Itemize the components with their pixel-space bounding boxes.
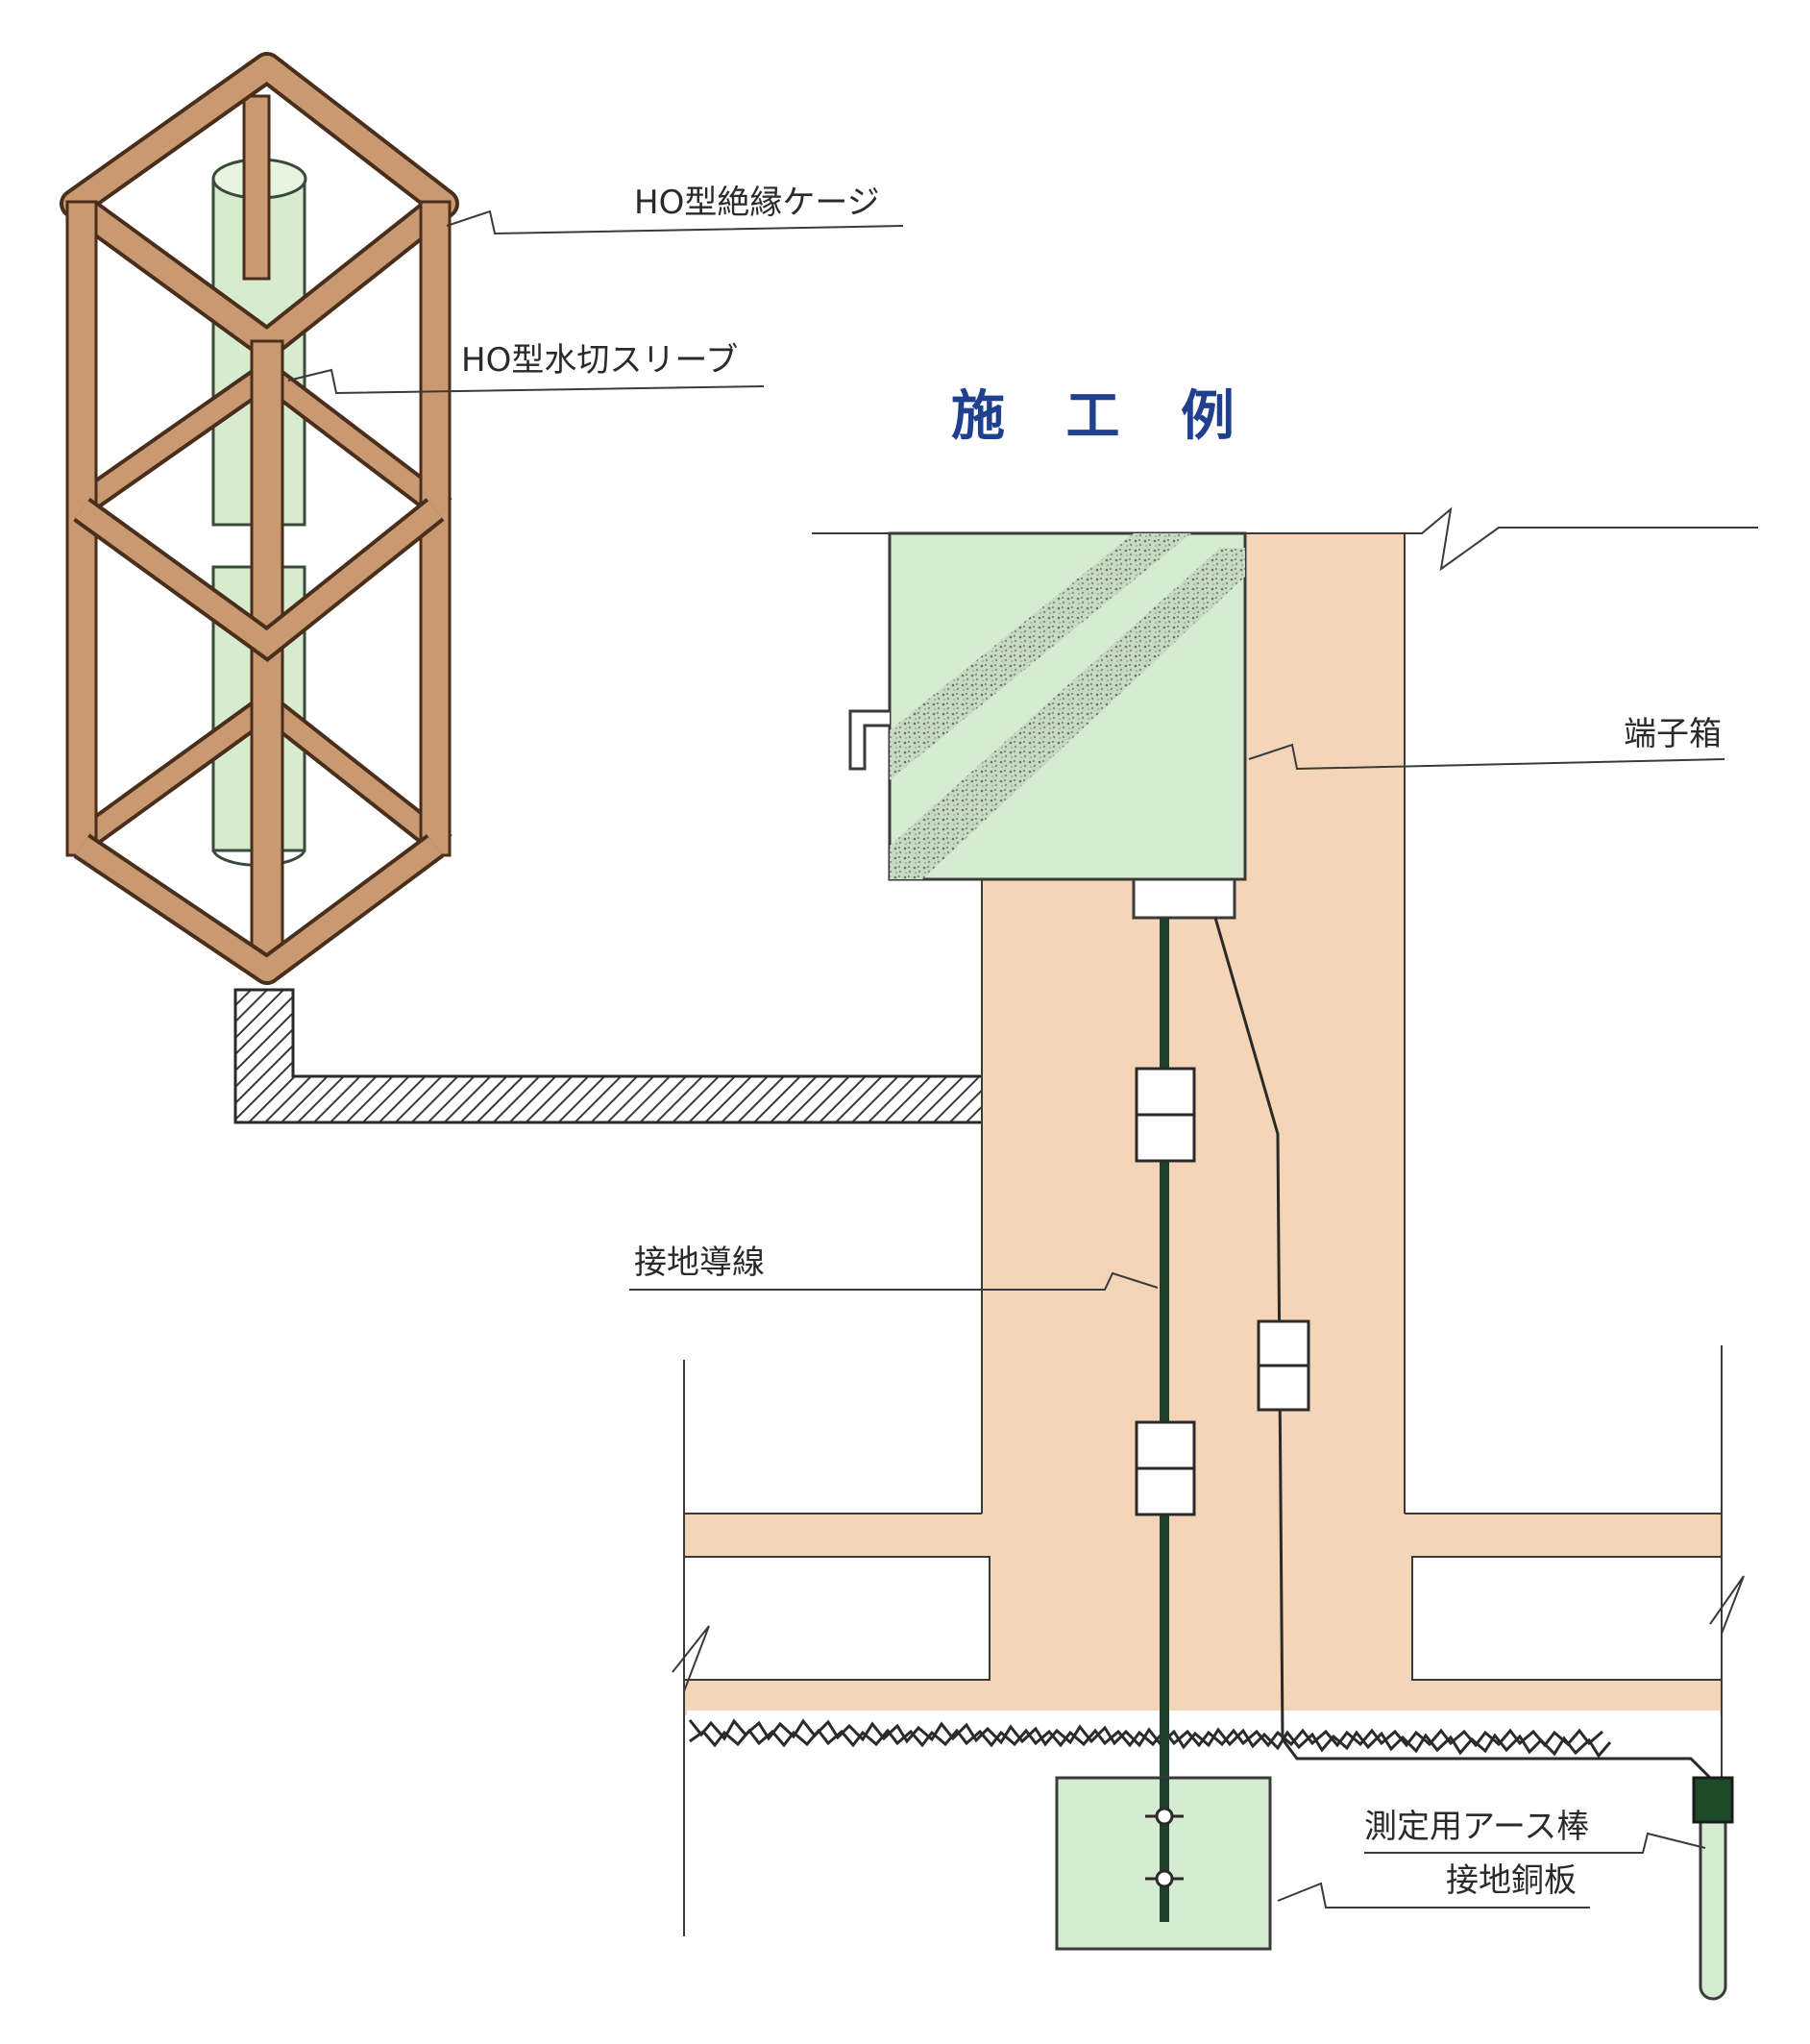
label-copper-plate: 接地銅板 (1277, 1861, 1590, 1909)
label-insulation-cage-text: HO型絶縁ケージ (634, 184, 880, 222)
grounding-copper-plate (1055, 1776, 1272, 1951)
label-terminal-box: 端子箱 (1248, 715, 1725, 771)
label-ground-conductor: 接地導線 (629, 1244, 1159, 1291)
measuring-wire-clips (1257, 1319, 1310, 1412)
terminal-box (848, 531, 1247, 920)
gravel-layer (687, 1711, 1720, 1759)
label-insulation-cage: HO型絶縁ケージ (446, 184, 904, 235)
label-copper-plate-text: 接地銅板 (1446, 1861, 1577, 1900)
hatched-arrow (233, 988, 1098, 1167)
label-water-sleeve: HO型水切スリーブ (287, 341, 765, 395)
diagram-title: 施 工 例 (951, 385, 1256, 448)
insulation-cage (60, 52, 459, 985)
label-terminal-box-text: 端子箱 (1624, 715, 1722, 753)
label-measuring-rod: 測定用アース棒 (1364, 1808, 1706, 1854)
label-water-sleeve-text: HO型水切スリーブ (461, 341, 738, 380)
measuring-earth-rod (1692, 1776, 1734, 2001)
conductor-clips (1135, 1067, 1196, 1516)
label-measuring-rod-text: 測定用アース棒 (1364, 1808, 1589, 1846)
label-ground-conductor-text: 接地導線 (634, 1244, 765, 1282)
